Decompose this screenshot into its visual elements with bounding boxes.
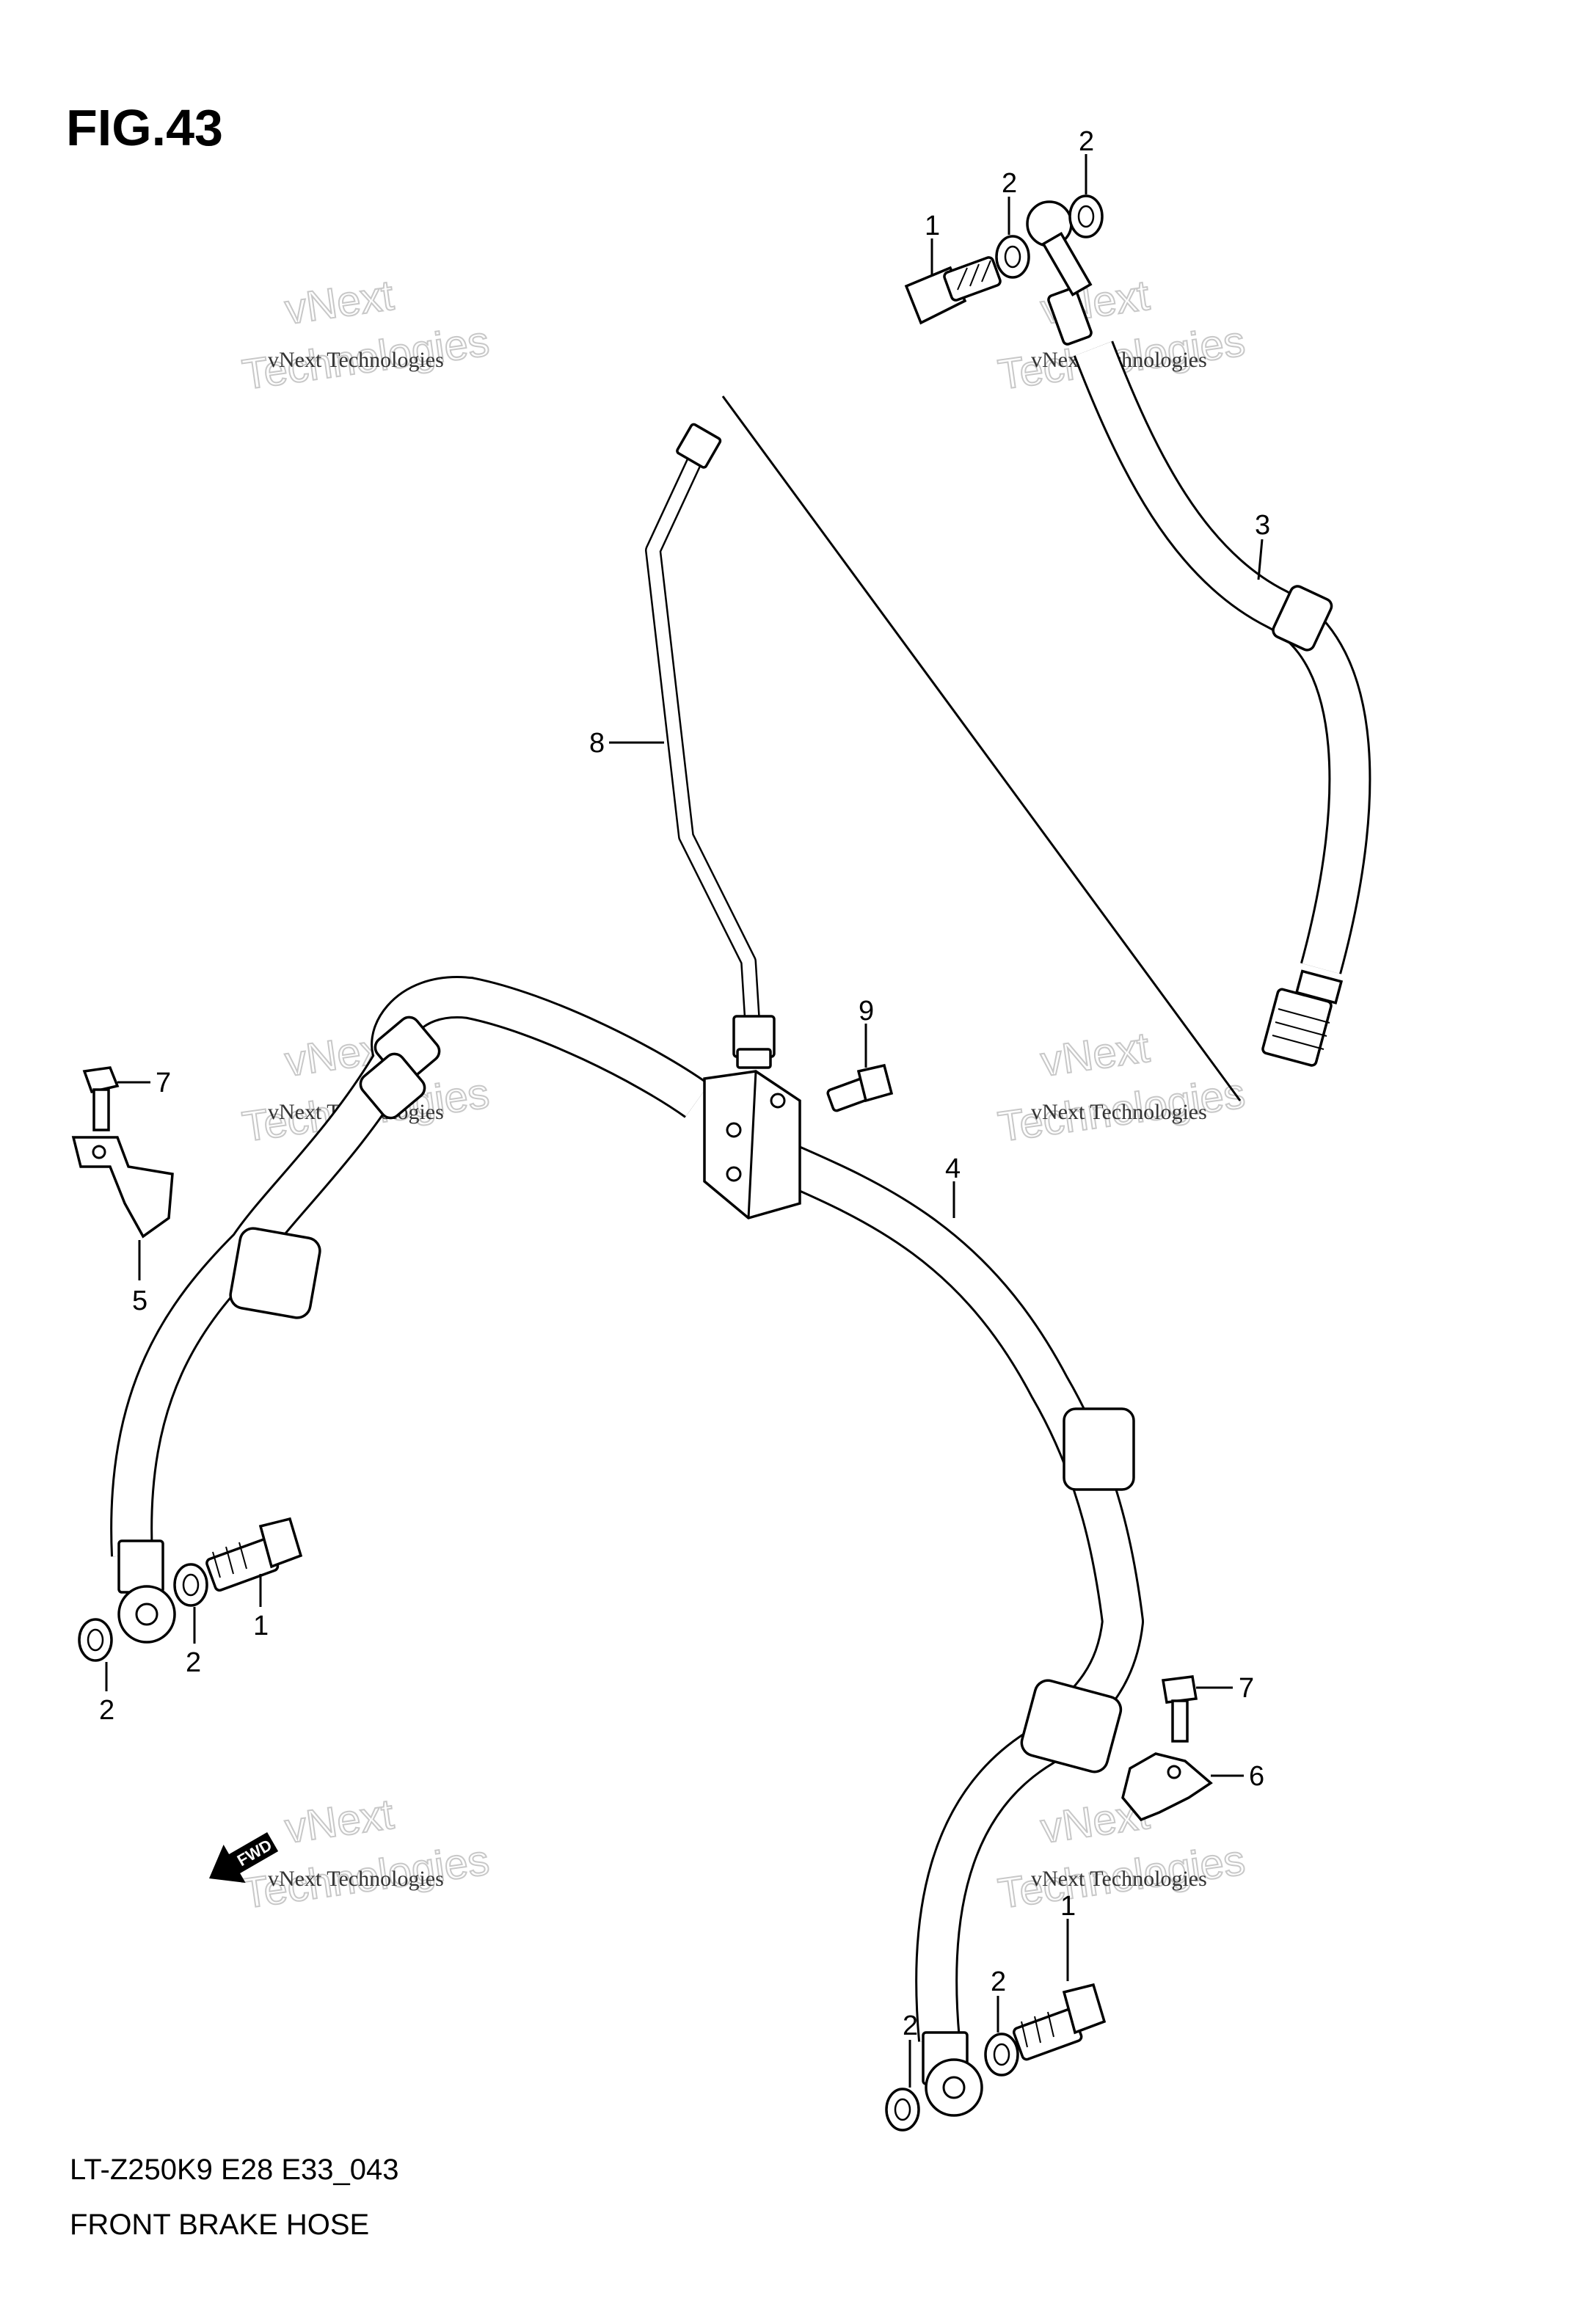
- callout-right-washer-a: 2: [991, 1966, 1006, 1997]
- watermark-small: vNext Technologies: [1031, 1867, 1207, 1891]
- brake-pipe: [645, 423, 776, 1069]
- callout-right-washer-b: 2: [903, 2010, 918, 2041]
- callout-left-clamp: 5: [132, 1286, 147, 1316]
- watermark-small: vNext Technologies: [268, 1867, 444, 1891]
- figure-code: LT-Z250K9 E28 E33_043: [70, 2154, 398, 2186]
- figure-title: FIG.43: [66, 99, 223, 156]
- callout-left-washer-a: 2: [186, 1647, 201, 1678]
- callout-top-washer-a: 2: [1002, 168, 1017, 199]
- fwd-arrow-icon: [209, 1832, 279, 1883]
- callout-right-hose: 4: [945, 1153, 961, 1184]
- callout-top-bolt: 1: [925, 211, 940, 241]
- watermark-small: vNext Technologies: [268, 348, 444, 372]
- callout-joint-bolt: 9: [859, 996, 874, 1027]
- reference-line: [721, 395, 1242, 1101]
- callout-brake-pipe: 8: [589, 728, 605, 759]
- washers: [78, 194, 1104, 2132]
- callout-labels: 1 2 2 3 8 4 9 7 7 5 6 1 2 2 1 2 2: [99, 126, 1270, 2041]
- left-banjo-bolt: [205, 1517, 303, 1592]
- upper-brake-hose: [1026, 200, 1371, 1067]
- left-clamp: [71, 1136, 174, 1239]
- right-banjo-bolt: [1013, 1983, 1107, 2061]
- leader-lines: [105, 154, 1264, 2088]
- top-banjo-bolt: [904, 256, 1002, 325]
- callout-left-washer-b: 2: [99, 1695, 114, 1726]
- callout-left-clamp-bolt: 7: [156, 1068, 171, 1098]
- callout-top-washer-b: 2: [1079, 126, 1094, 157]
- three-way-joint: [703, 1070, 801, 1220]
- joint-bolt: [826, 1063, 894, 1112]
- right-clamp: [1121, 1752, 1213, 1822]
- watermark-top-left: vNext Technologies vNext Technologies: [238, 271, 492, 400]
- watermark-mid-right: vNext Technologies vNext Technologies: [994, 1023, 1248, 1152]
- right-clamp-bolt: [1161, 1675, 1198, 1743]
- watermark-bottom-right: vNext Technologies vNext Technologies: [994, 1790, 1248, 1919]
- left-clamp-bolt: [82, 1066, 120, 1131]
- watermark-big-1: vNext: [282, 271, 396, 334]
- callout-right-clamp: 6: [1249, 1761, 1264, 1792]
- watermark-big-1: vNext: [282, 1790, 396, 1853]
- watermark-small: vNext Technologies: [1031, 1100, 1207, 1124]
- figure-caption: FRONT BRAKE HOSE: [70, 2209, 369, 2241]
- callout-right-bolt: 1: [1060, 1891, 1076, 1922]
- callout-left-bolt: 1: [253, 1611, 269, 1641]
- callout-right-clamp-bolt: 7: [1239, 1673, 1254, 1704]
- watermark-big-1: vNext: [1038, 1024, 1152, 1086]
- main-brake-hose: [110, 976, 1144, 2117]
- callout-upper-hose: 3: [1255, 510, 1270, 541]
